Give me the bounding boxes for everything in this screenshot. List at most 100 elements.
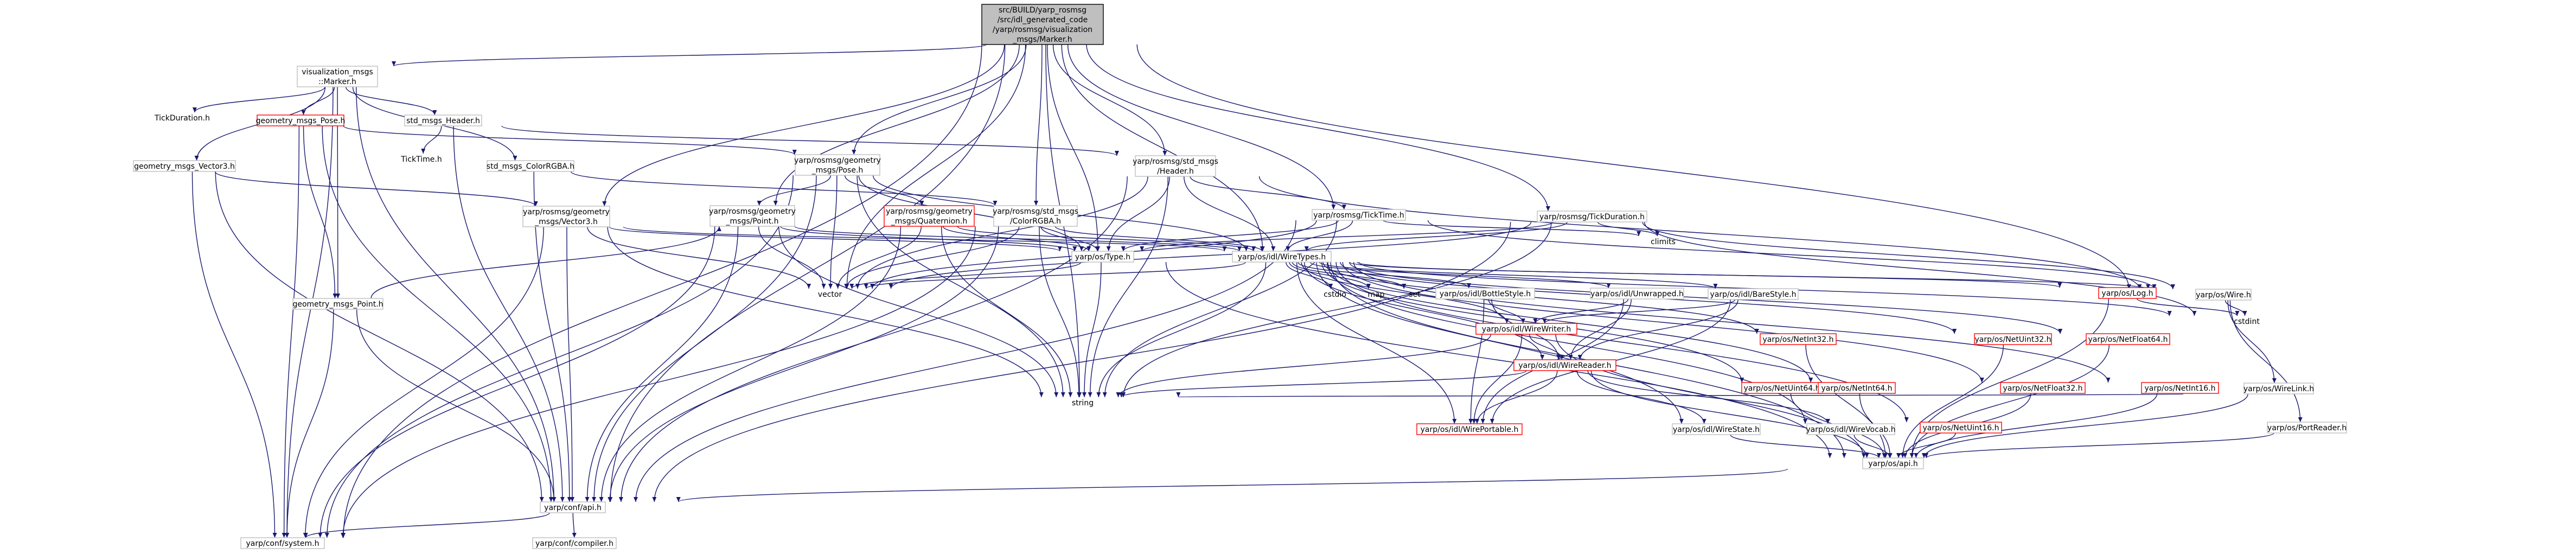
node-label: yarp/os/idl/BareStyle.h xyxy=(1710,290,1797,299)
node-sm_header[interactable]: std_msgs_Header.h xyxy=(404,114,482,126)
node-r_tickdur[interactable]: yarp/rosmsg/TickDuration.h xyxy=(1537,211,1647,222)
arrowhead xyxy=(318,533,323,538)
include-edge-root-to-r_tickdur xyxy=(1086,44,1549,212)
include-edge-wirestate-to-api xyxy=(1730,434,1880,459)
node-label: set xyxy=(1409,290,1421,299)
arrowhead xyxy=(1842,453,1846,458)
include-edge-wirewriter-to-string xyxy=(1117,334,1492,398)
node-barestyle[interactable]: yarp/os/idl/BareStyle.h xyxy=(1708,288,1799,300)
node-wirewriter[interactable]: yarp/os/idl/WireWriter.h xyxy=(1475,323,1577,335)
include-edge-vm_marker-to-sm_header xyxy=(345,86,436,116)
include-edge-rs_color-to-confsystem xyxy=(342,226,976,538)
include-edge-root-to-wiretypes xyxy=(1061,44,1263,252)
node-wireportable[interactable]: yarp/os/idl/WirePortable.h xyxy=(1416,423,1523,435)
node-netint16[interactable]: yarp/os/NetInt16.h xyxy=(2141,382,2219,394)
include-edge-type-to-api xyxy=(1165,262,1831,459)
node-unwrapped[interactable]: yarp/os/idl/Unwrapped.h xyxy=(1590,288,1684,300)
include-edge-wirereader-to-string xyxy=(1121,370,1527,398)
node-label: _msgs/Quaternion.h xyxy=(891,217,967,226)
node-rg_quat[interactable]: yarp/rosmsg/geometry_msgs/Quaternion.h xyxy=(884,205,975,227)
node-box xyxy=(1806,423,1895,435)
arrowhead xyxy=(560,497,565,502)
node-label: yarp/rosmsg/TickDuration.h xyxy=(1539,213,1645,221)
node-box xyxy=(1513,359,1616,371)
include-edge-r_tickdur-to-cstdint xyxy=(1644,221,2195,316)
node-gm_vector3[interactable]: geometry_msgs_Vector3.h xyxy=(133,160,236,172)
include-edge-root-to-type xyxy=(1047,44,1098,252)
arrowhead xyxy=(1331,205,1336,209)
arrowhead xyxy=(513,156,517,161)
include-edge-log-to-cstdint xyxy=(2136,298,2238,316)
arrowhead xyxy=(1119,392,1124,397)
arrowhead xyxy=(1825,419,1830,424)
node-wirestate[interactable]: yarp/os/idl/WireState.h xyxy=(1672,423,1761,435)
node-confapi[interactable]: yarp/conf/api.h xyxy=(540,501,606,513)
include-edge-rg_quat-to-type xyxy=(942,226,1090,252)
arrowhead xyxy=(773,201,778,206)
node-box xyxy=(487,160,574,172)
arrowhead xyxy=(570,497,575,502)
arrowhead xyxy=(1803,419,1808,424)
node-wiretypes[interactable]: yarp/os/idl/WireTypes.h xyxy=(1232,251,1332,263)
node-sm_colorrgba[interactable]: std_msgs_ColorRGBA.h xyxy=(487,160,574,172)
node-netuint16[interactable]: yarp/os/NetUint16.h xyxy=(1920,422,2002,434)
node-confcompiler[interactable]: yarp/conf/compiler.h xyxy=(532,537,617,549)
include-edge-r_tickdur-to-string xyxy=(1123,221,1552,398)
include-edge-wire-to-portreader xyxy=(2229,300,2301,423)
node-label: yarp/os/Type.h xyxy=(1075,253,1130,262)
include-edge-rg_vector3-to-confapi xyxy=(566,226,573,502)
node-netfloat32[interactable]: yarp/os/NetFloat32.h xyxy=(2000,382,2086,394)
node-r_ticktime[interactable]: yarp/rosmsg/TickTime.h xyxy=(1312,209,1406,221)
arrowhead xyxy=(849,284,854,289)
arrowhead xyxy=(835,284,840,289)
arrowhead xyxy=(324,533,329,538)
node-rg_vector3[interactable]: yarp/rosmsg/geometry_msgs/Vector3.h xyxy=(522,206,610,227)
include-edge-rg_pose-to-confapi xyxy=(593,175,817,502)
node-rg_point[interactable]: yarp/rosmsg/geometry_msgs/Point.h xyxy=(709,205,796,227)
node-gm_pose[interactable]: geometry_msgs_Pose.h xyxy=(256,114,346,126)
include-edge-root-to-rs_color xyxy=(1035,44,1043,206)
node-portreader[interactable]: yarp/os/PortReader.h xyxy=(2267,422,2347,434)
include-edge-wiretypes-to-wireportable xyxy=(1296,262,1455,424)
arrowhead xyxy=(272,533,277,538)
include-edge-sm_header-to-rs_header xyxy=(501,125,1117,156)
node-bottlestyle[interactable]: yarp/os/idl/BottleStyle.h xyxy=(1435,288,1535,300)
arrowhead xyxy=(2272,378,2277,383)
node-label: _msgs/Pose.h xyxy=(811,166,864,175)
node-gm_point[interactable]: geometry_msgs_Point.h xyxy=(292,298,383,310)
arrowhead xyxy=(599,497,604,502)
arrowhead xyxy=(2298,417,2303,422)
arrowhead xyxy=(1328,284,1333,289)
node-netuint64[interactable]: yarp/os/NetUint64.h xyxy=(1741,382,1823,394)
node-box xyxy=(540,501,606,513)
arrowhead xyxy=(301,110,306,115)
node-vm_marker[interactable]: visualization_msgs::Marker.h xyxy=(297,66,378,87)
node-confsystem[interactable]: yarp/conf/system.h xyxy=(240,537,325,549)
node-root[interactable]: src/BUILD/yarp_rosmsg/src/idl_generated_… xyxy=(981,4,1104,45)
arrowhead xyxy=(821,284,826,289)
node-rs_header[interactable]: yarp/rosmsg/std_msgs/Header.h xyxy=(1133,155,1218,177)
node-wirelink[interactable]: yarp/os/WireLink.h xyxy=(2243,383,2314,394)
node-netint32[interactable]: yarp/os/NetInt32.h xyxy=(1760,333,1837,345)
node-api[interactable]: yarp/os/api.h xyxy=(1862,457,1924,469)
arrowhead xyxy=(1979,378,1984,383)
include-edge-rg_pose-to-rg_point xyxy=(758,175,832,206)
node-label: yarp/os/WireLink.h xyxy=(2243,385,2314,393)
arrowhead xyxy=(807,284,811,289)
node-type[interactable]: yarp/os/Type.h xyxy=(1071,251,1134,263)
node-wirereader[interactable]: yarp/os/idl/WireReader.h xyxy=(1513,359,1616,371)
arrowhead xyxy=(1039,392,1044,397)
node-netfloat64[interactable]: yarp/os/NetFloat64.h xyxy=(2086,333,2170,345)
node-label: cstdint xyxy=(2234,317,2260,326)
node-log[interactable]: yarp/os/Log.h xyxy=(2098,287,2157,299)
node-wire[interactable]: yarp/os/Wire.h xyxy=(2195,289,2252,301)
node-rg_pose[interactable]: yarp/rosmsg/geometry_msgs/Pose.h xyxy=(794,154,881,176)
node-rs_color[interactable]: yarp/rosmsg/std_msgs/ColorRGBA.h xyxy=(993,205,1078,227)
node-netuint32[interactable]: yarp/os/NetUint32.h xyxy=(1974,333,2052,345)
node-wirevocab[interactable]: yarp/os/idl/WireVocab.h xyxy=(1806,423,1896,435)
arrowhead xyxy=(1861,453,1866,458)
node-netint64[interactable]: yarp/os/NetInt64.h xyxy=(1818,382,1896,394)
arrowhead xyxy=(993,201,998,206)
include-edge-rg_vector3-to-vector xyxy=(587,226,809,289)
